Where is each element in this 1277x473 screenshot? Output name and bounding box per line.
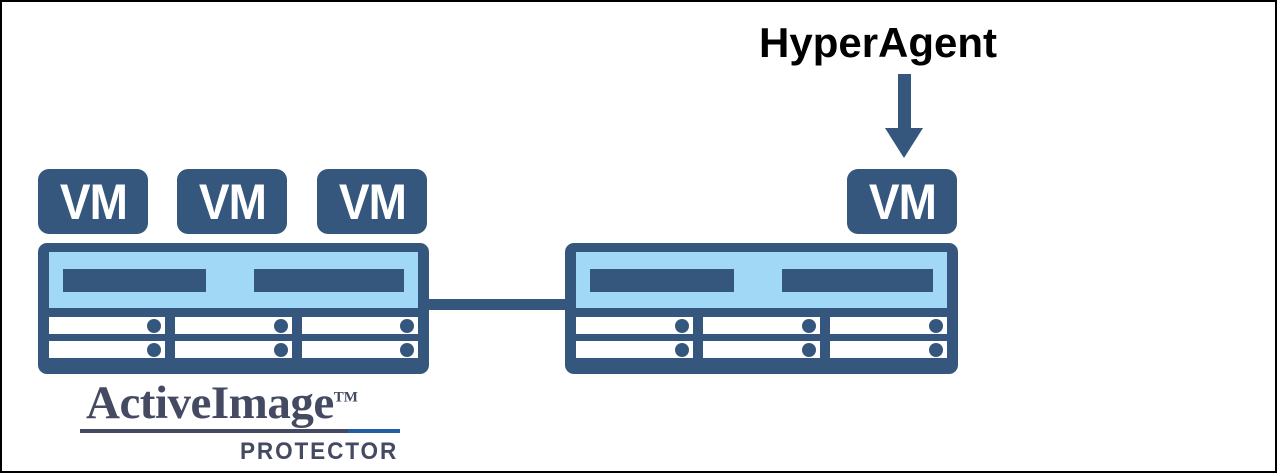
drive-indicator-icon	[802, 342, 816, 357]
drive-bay	[830, 341, 947, 358]
drive-bay	[703, 317, 820, 334]
drive-indicator-icon	[929, 342, 943, 357]
logo-wordmark-row: ActiveImageTM	[80, 380, 400, 427]
vm-chip[interactable]: VM	[847, 169, 957, 234]
logo-underline-dark	[80, 429, 348, 433]
drive-bay-group	[576, 317, 947, 358]
vm-chip-label: VM	[59, 173, 127, 230]
drive-bay-row	[49, 317, 418, 334]
hyperagent-callout-label: HyperAgent	[759, 19, 998, 66]
server-chassis-right[interactable]	[565, 243, 958, 374]
drive-indicator-icon	[147, 342, 162, 357]
drive-bay	[49, 341, 166, 358]
drive-bay-row	[576, 317, 947, 334]
vm-chip-label: VM	[868, 173, 936, 230]
hyperagent-arrow-shaft	[898, 74, 911, 130]
drive-bay	[301, 341, 418, 358]
drive-indicator-icon	[675, 318, 689, 333]
drive-indicator-icon	[399, 342, 414, 357]
drive-bay	[830, 317, 947, 334]
drive-bay-row	[576, 341, 947, 358]
drive-indicator-icon	[399, 318, 414, 333]
drive-bay	[576, 341, 693, 358]
vm-chip[interactable]: VM	[38, 169, 148, 234]
server-panel-slot	[782, 268, 933, 292]
server-front-panel	[576, 252, 947, 308]
logo-trademark-symbol: TM	[333, 389, 358, 406]
vm-chip[interactable]: VM	[317, 169, 427, 234]
drive-bay-row	[49, 341, 418, 358]
drive-indicator-icon	[273, 342, 288, 357]
drive-indicator-icon	[273, 318, 288, 333]
vm-chip[interactable]: VM	[177, 169, 287, 234]
drive-bay	[576, 317, 693, 334]
server-front-panel	[49, 252, 418, 308]
logo-wordmark-text: ActiveImage	[86, 377, 334, 429]
server-panel-slot	[253, 268, 404, 292]
logo-underline	[80, 429, 400, 434]
hyperagent-arrow-head-icon	[885, 128, 923, 158]
drive-bay	[175, 317, 292, 334]
server-panel-slot	[63, 268, 207, 292]
drive-indicator-icon	[929, 318, 943, 333]
host-interconnect-line	[422, 299, 572, 310]
drive-bay	[703, 341, 820, 358]
server-chassis-left[interactable]	[38, 243, 429, 374]
drive-bay	[175, 341, 292, 358]
drive-indicator-icon	[802, 318, 816, 333]
logo-underline-accent	[348, 429, 400, 433]
activeimage-protector-logo: ActiveImageTM PROTECTOR	[80, 380, 400, 466]
vm-chip-label: VM	[338, 173, 406, 230]
server-panel-slot	[590, 268, 735, 292]
drive-bay	[301, 317, 418, 334]
drive-indicator-icon	[147, 318, 162, 333]
logo-subtitle: PROTECTOR	[239, 438, 399, 465]
drive-indicator-icon	[675, 342, 689, 357]
drive-bay-group	[49, 317, 418, 358]
vm-chip-label: VM	[198, 173, 266, 230]
drive-bay	[49, 317, 166, 334]
